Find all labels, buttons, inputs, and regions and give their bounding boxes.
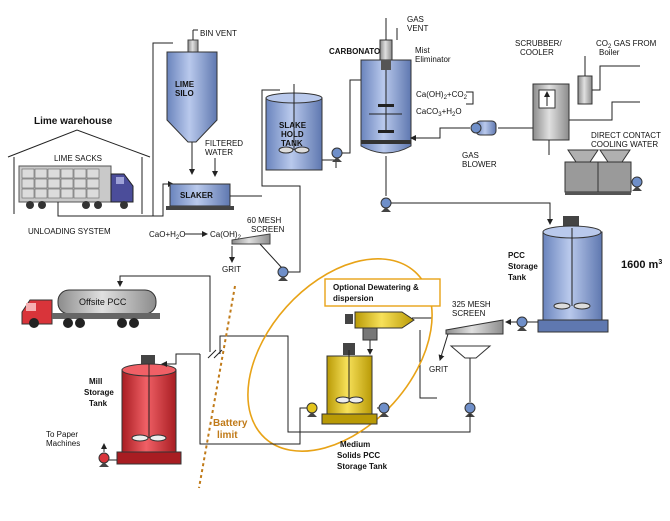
filtered-water-label-2: WATER [205,148,233,157]
battery-limit-line [198,285,236,489]
gas-vent-label-2: VENT [407,24,428,33]
co2-label-1: CO2 GAS FROM [596,39,657,50]
reaction-1: Ca(OH)2+CO2 [416,90,468,101]
lime-warehouse-label: Lime warehouse [34,116,113,127]
offsite-pcc-label: Offsite PCC [79,297,127,307]
grit-right-label: GRIT [429,365,448,374]
mill-tank-label-3: Tank [89,399,108,408]
slaker-label: SLAKER [180,191,213,200]
cooling-units [564,149,632,195]
scrubber-cooler: SCRUBBER/ COOLER CO2 GAS FROM Boiler [515,39,657,155]
medium-tank-label-3: Storage Tank [337,462,388,471]
lime-sacks-label: LIME SACKS [54,154,102,163]
gas-blower-label-2: BLOWER [462,160,497,169]
slaker: SLAKER [166,183,234,210]
unloading-system-label: UNLOADING SYSTEM [28,227,111,236]
battery-limit-label-1: Battery [213,418,248,429]
paper-machines-label-1: To Paper [46,430,78,439]
pump-medium-right [378,402,390,417]
direct-contact-label-2: COOLING WATER [591,140,658,149]
optional-label-2: dispersion [333,294,374,303]
co2-label-2: Boiler [599,48,620,57]
direct-contact-label-1: DIRECT CONTACT [591,131,661,140]
mesh325-screen [445,319,504,335]
grit-left-label: GRIT [222,265,241,274]
offsite-pcc-truck: Offsite PCC [21,289,160,328]
mill-storage-tank [116,355,182,465]
filtered-water-label-1: FILTERED [205,139,243,148]
gas-blower [470,120,497,136]
medium-tank-label-2: Solids PCC [337,451,380,460]
pump-slake-hold [331,147,343,162]
medium-tank-label-1: Medium [340,440,370,449]
gas-blower-label-1: GAS [462,151,479,160]
lime-truck [18,165,134,209]
optional-dewatering-boundary [247,258,433,452]
mesh60-label-2: SCREEN [251,225,285,234]
lime-silo: BIN VENT LIME SILO [166,29,237,175]
pump-carbonator [380,197,392,212]
carbonator-label: CARBONATOR [329,47,386,56]
pump-slaker [277,266,289,281]
lime-silo-label-2: SILO [175,89,194,98]
pcc-tank-label-2: Storage [508,262,538,271]
gas-vent-label-1: GAS [407,15,424,24]
pcc-tank-label-3: Tank [508,273,527,282]
reaction-caoh2: Ca(OH)2 [210,230,242,241]
slake-hold-label-1: SLAKE [279,121,307,130]
pcc-tank-label-1: PCC [508,251,525,260]
volume-label: 1600 m3 [621,259,662,271]
bin-vent-label: BIN VENT [200,29,237,38]
mesh325-label-2: SCREEN [452,309,486,318]
slake-hold-label-3: TANK [281,139,303,148]
mist-eliminator-label-2: Eliminator [415,55,451,64]
slake-hold-label-2: HOLD [281,130,304,139]
mesh60-screen [231,233,271,245]
pcc-storage-tank [537,216,609,333]
centrifuge [345,311,415,355]
mill-tank-label-1: Mill [89,377,102,386]
mesh325-label-1: 325 MESH [452,300,491,309]
slake-hold-tank: SLAKE HOLD TANK [265,84,323,171]
reaction-2: CaCO3+H2O [416,107,462,118]
battery-limit-label-2: limit [217,430,238,441]
carbonator: CARBONATOR GAS VENT Mist Eliminator [329,15,451,154]
mist-eliminator-label-1: Mist [415,46,430,55]
mill-tank-label-2: Storage [84,388,114,397]
pump-medium-left [306,402,318,417]
pump-mill [98,452,110,467]
paper-machines-label-2: Machines [46,439,80,448]
pump-mesh325 [464,402,476,417]
mesh60-label-1: 60 MESH [247,216,281,225]
reaction-cao: CaO+H2O [149,230,185,241]
scrubber-label-2: COOLER [520,48,554,57]
medium-solids-tank [321,343,378,425]
lime-silo-label-1: LIME [175,80,195,89]
pump-pcc-storage [516,316,528,331]
optional-label-box: Optional Dewatering & dispersion [324,278,441,307]
scrubber-label-1: SCRUBBER/ [515,39,562,48]
optional-label-1: Optional Dewatering & [333,283,419,292]
lime-warehouse: Lime warehouse LIME SACKS [7,116,151,214]
pump-cooling [631,176,643,191]
